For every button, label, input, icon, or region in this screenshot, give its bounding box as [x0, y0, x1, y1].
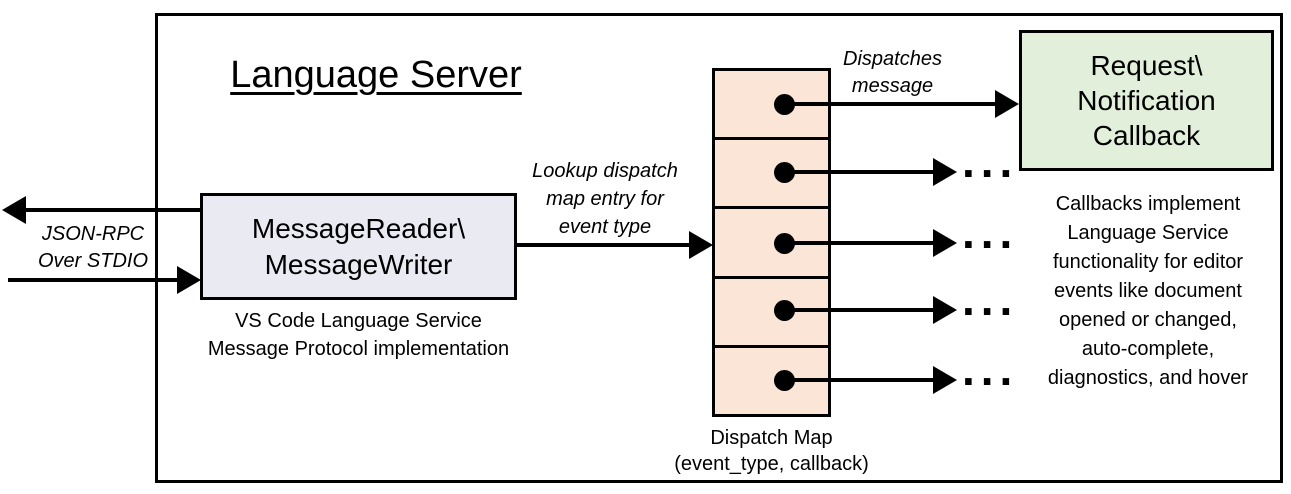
dispatch-map-caption-line1: Dispatch Map [710, 427, 833, 449]
message-box-caption: VS Code Language Service Message Protoco… [180, 307, 537, 363]
callbacks-note-line6: auto-complete, [1081, 338, 1215, 360]
ellipsis: ... [962, 343, 1019, 395]
stdio-inbound-arrowhead-icon [177, 266, 201, 294]
ellipsis: ... [962, 273, 1019, 325]
dispatch-map-caption: Dispatch Map (event_type, callback) [649, 425, 894, 477]
message-reader-writer-box: MessageReader\ MessageWriter [200, 193, 517, 300]
dispatch-arrowhead-icon-3 [933, 229, 957, 257]
ellipsis: ... [962, 135, 1019, 187]
lookup-arrowhead-icon [689, 231, 713, 259]
ellipsis: ... [962, 206, 1019, 258]
lookup-label-line2: map entry for [546, 188, 664, 210]
dispatch-map-cell [715, 279, 828, 348]
message-caption-line1: VS Code Language Service [235, 310, 482, 332]
callbacks-note-line4: events like document [1054, 280, 1242, 302]
jsonrpc-stdio-label: JSON-RPC Over STDIO [18, 221, 168, 275]
callback-box-line1: Request\ [1090, 50, 1203, 81]
dispatch-entry-dot-4 [774, 300, 795, 321]
callbacks-note-line2: Language Service [1067, 222, 1229, 244]
stdio-outbound-arrowhead-icon [2, 196, 26, 224]
dispatches-message-label: Dispatches message [825, 46, 960, 100]
diagram-title: Language Server [230, 54, 522, 96]
jsonrpc-stdio-label-line1: JSON-RPC [41, 223, 145, 245]
lookup-dispatch-label: Lookup dispatch map entry for event type [510, 157, 700, 241]
callback-box-line2: Notification [1077, 85, 1216, 116]
jsonrpc-stdio-label-line2: Over STDIO [37, 250, 148, 272]
callbacks-note: Callbacks implement Language Service fun… [1010, 190, 1286, 393]
lookup-label-line3: event type [558, 216, 652, 238]
stdio-outbound-arrow-line [21, 208, 205, 212]
callbacks-note-line7: diagnostics, and hover [1047, 367, 1249, 389]
dispatch-map-cell [715, 140, 828, 210]
message-box-line2: MessageWriter [264, 248, 453, 280]
dispatch-map-cell [715, 71, 828, 141]
dispatch-entry-dot-3 [774, 233, 795, 254]
dispatches-label-line2: message [851, 75, 934, 97]
dispatch-arrowhead-icon-4 [933, 296, 957, 324]
lookup-arrow-line [517, 243, 690, 247]
dispatch-arrowhead-icon-2 [933, 158, 957, 186]
callbacks-note-line3: functionality for editor [1052, 251, 1244, 273]
message-box-line1: MessageReader\ [251, 212, 466, 244]
lookup-label-line1: Lookup dispatch [532, 160, 678, 182]
dispatch-map-caption-line2: (event_type, callback) [674, 453, 869, 475]
stdio-inbound-arrow-line [8, 278, 178, 282]
dispatch-arrow-line-5 [785, 378, 936, 382]
message-caption-line2: Message Protocol implementation [207, 338, 510, 360]
callbacks-note-line1: Callbacks implement [1055, 193, 1241, 215]
dispatch-arrow-line-3 [785, 241, 936, 245]
dispatch-entry-dot-2 [774, 162, 795, 183]
dispatch-arrow-line-1 [785, 102, 998, 106]
dispatch-entry-dot-5 [774, 370, 795, 391]
dispatch-arrowhead-icon-1 [995, 90, 1019, 118]
callback-box-line3: Callback [1092, 120, 1201, 151]
dispatch-arrow-line-4 [785, 308, 936, 312]
dispatch-arrowhead-icon-5 [933, 366, 957, 394]
language-server-boundary-box [155, 13, 1283, 483]
dispatch-map-cell [715, 209, 828, 279]
dispatch-entry-dot-1 [774, 94, 795, 115]
dispatches-label-line1: Dispatches [843, 48, 942, 70]
request-notification-callback-box: Request\ Notification Callback [1019, 30, 1274, 171]
callbacks-note-line5: opened or changed, [1059, 309, 1237, 331]
dispatch-arrow-line-2 [785, 170, 936, 174]
